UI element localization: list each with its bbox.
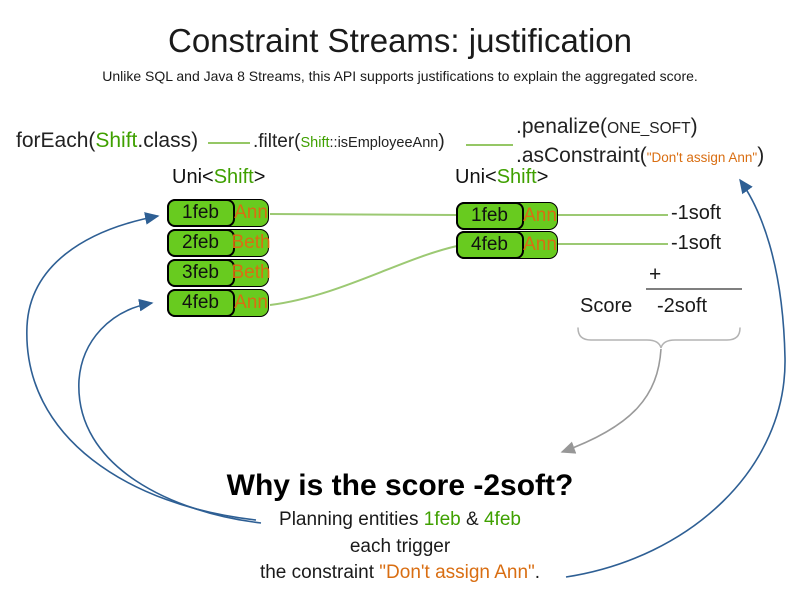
shift-row-left-1feb: 1feb Ann <box>166 198 269 227</box>
explanation-entity-1feb: 1feb <box>423 509 461 530</box>
date-box: 2feb <box>166 228 235 257</box>
date-box: 1feb <box>166 198 235 227</box>
shift-row-left-2feb: 2feb Beth <box>166 228 271 257</box>
explanation-entity-4feb: 4feb <box>483 509 521 530</box>
arrow-to-4feb <box>78 298 262 524</box>
code-asconstraint: .asConstraint("Don't assign Ann") <box>516 144 764 168</box>
date-box: 3feb <box>166 258 235 287</box>
subtitle: Unlike SQL and Java 8 Streams, this API … <box>102 68 698 84</box>
code-foreach-post: .class) <box>137 129 199 152</box>
code-filter-post: ) <box>438 131 445 152</box>
shift-row-right-4feb: 4feb Ann <box>455 230 558 259</box>
code-foreach: forEach(Shift.class) <box>16 129 198 153</box>
explanation-line-3: the constraint "Don't assign Ann". <box>0 562 800 584</box>
penalty-1feb: -1soft <box>671 202 722 224</box>
code-penalize-pre: .penalize( <box>516 115 608 138</box>
arrow-to-asconstraint <box>565 178 786 578</box>
code-asconstraint-post: ) <box>757 144 765 167</box>
right-uni-shift-label: Uni<Shift> <box>455 166 548 189</box>
explanation-constraint-name: "Don't assign Ann" <box>379 562 535 583</box>
connector-4feb-curve <box>269 245 458 306</box>
right-uni-pre: Uni< <box>455 166 497 188</box>
date-box: 1feb <box>455 201 524 230</box>
date-box: 4feb <box>166 288 235 317</box>
code-filter-method: ::isEmployeeAnn <box>329 135 439 151</box>
penalty-4feb: -1soft <box>671 232 722 254</box>
employee-name: Ann <box>523 205 557 226</box>
code-foreach-pre: forEach( <box>16 129 96 152</box>
score-total: -2soft <box>657 295 708 317</box>
code-foreach-class: Shift <box>95 129 138 152</box>
code-filter: .filter(Shift::isEmployeeAnn) <box>253 131 445 153</box>
code-asconstraint-arg: "Don't assign Ann" <box>646 150 758 165</box>
employee-name: Ann <box>234 292 268 313</box>
employee-name: Ann <box>234 202 268 223</box>
right-uni-type: Shift <box>496 166 537 188</box>
explanation-line-1: Planning entities 1feb & 4feb <box>0 509 800 531</box>
left-uni-pre: Uni< <box>172 166 214 188</box>
plus-sign: + <box>649 263 662 286</box>
connector-1feb-line <box>269 213 458 216</box>
date-box: 4feb <box>455 230 524 259</box>
code-filter-pre: .filter( <box>253 131 301 152</box>
shift-row-right-1feb: 1feb Ann <box>455 201 558 230</box>
page-title: Constraint Streams: justification <box>167 22 632 59</box>
code-penalize: .penalize(ONE_SOFT) <box>516 115 698 139</box>
right-uni-post: > <box>536 166 549 188</box>
explanation-constraint-pre: the constraint <box>259 562 380 583</box>
code-asconstraint-pre: .asConstraint( <box>516 144 647 167</box>
left-uni-type: Shift <box>213 166 254 188</box>
brace-to-question-arrow <box>560 348 662 454</box>
code-filter-class: Shift <box>300 135 330 151</box>
arrow-to-1feb <box>26 212 257 521</box>
code-penalize-arg: ONE_SOFT <box>607 120 691 137</box>
explanation-line-2: each trigger <box>349 536 451 557</box>
left-uni-post: > <box>253 166 266 188</box>
question-heading: Why is the score -2soft? <box>226 469 574 502</box>
left-uni-shift-label: Uni<Shift> <box>172 166 265 189</box>
score-brace <box>577 327 741 349</box>
shift-row-left-4feb: 4feb Ann <box>166 288 269 317</box>
explanation-constraint-post: . <box>534 562 541 583</box>
explanation-pre: Planning entities <box>279 509 424 530</box>
shift-row-left-3feb: 3feb Beth <box>166 258 271 287</box>
employee-name: Beth <box>231 232 271 253</box>
explanation-amp: & <box>460 509 484 530</box>
employee-name: Beth <box>231 262 271 283</box>
employee-name: Ann <box>523 234 557 255</box>
code-penalize-post: ) <box>690 115 698 138</box>
score-label: Score <box>580 295 633 317</box>
